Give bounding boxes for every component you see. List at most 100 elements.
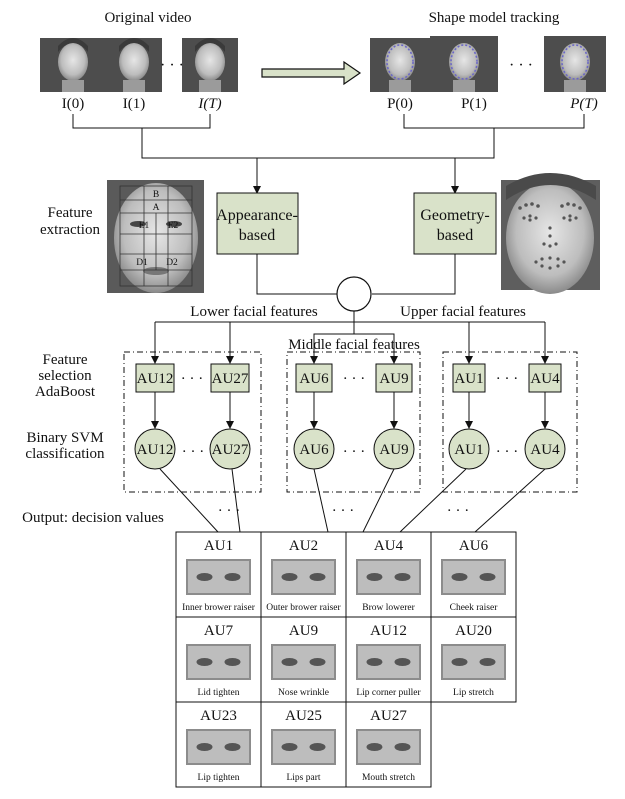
au-code-label: AU25 [285,708,322,724]
classifier-ellipsis-upper: · · · [496,444,519,460]
feature-extraction-label-1: Feature [48,205,93,221]
feature-box-label: AU9 [379,371,408,387]
au-face-photo [186,729,251,765]
selection-to-svm-arrows [151,392,549,429]
au-face-photo [356,644,421,680]
classifier-middle-2: AU9 [373,428,415,470]
au-face-photo [186,644,251,680]
classifier-middle-1: AU6 [293,428,335,470]
au-face-photo [441,559,506,595]
feature-box-label: AU6 [299,371,329,387]
frame-label-p0: P(0) [387,96,413,112]
feature-selection-label-2: selection [38,368,92,384]
feature-extraction-label-2: extraction [40,222,100,238]
group-frames [123,351,578,493]
binary-svm-label-2: classification [25,446,105,462]
classifier-label: AU4 [530,442,560,458]
classifier-label: AU9 [379,442,408,458]
au-description-label: Lip stretch [453,688,494,698]
video-frame-1 [106,38,162,92]
au-description-label: Lid tighten [198,688,240,698]
au-code-label: AU2 [289,538,318,554]
au-code-label: AU7 [204,623,234,639]
frame-label-pt: P(T) [569,96,598,112]
au-description-label: Mouth stretch [362,773,415,783]
au-face-photo [271,729,336,765]
top-connectors [72,114,585,194]
appearance-based-label-1: Appearance- [216,207,298,224]
au-code-label: AU1 [204,538,233,554]
au-code-label: AU6 [459,538,489,554]
classifier-upper-1: AU1 [448,428,490,470]
video-ellipsis: · · · [160,57,184,74]
appearance-based-node [216,192,299,255]
output-ellipsis-1: · · · [218,503,241,519]
au-face-photo [356,729,421,765]
feature-box-lower-2: AU27 [210,363,250,393]
au-face-photo [441,644,506,680]
merge-connectors [256,254,456,295]
tracked-frame-0 [370,38,430,92]
classifier-ellipsis-lower: · · · [182,444,205,460]
au-description-label: Brow lowerer [362,603,415,613]
classifier-label: AU1 [454,442,483,458]
feature-ellipsis-upper: · · · [496,371,519,387]
tracking-arrow [261,60,362,86]
classifier-ellipsis-middle: · · · [343,444,366,460]
lower-facial-features-label: Lower facial features [190,304,318,320]
feature-box-label: AU1 [454,371,483,387]
feature-box-lower-1: AU12 [135,363,175,393]
feature-box-upper-1: AU1 [452,363,486,393]
au-code-label: AU23 [200,708,237,724]
geometry-based-node [413,192,497,255]
au-face-photo [186,559,251,595]
feature-box-middle-1: AU6 [295,363,333,393]
feature-box-label: AU27 [212,371,249,387]
au-description-label: Cheek raiser [450,603,499,613]
fusion-node [336,276,372,312]
geometry-landmark-face-photo [501,173,600,294]
grid-label-d2: D2 [166,258,178,268]
classifier-upper-2: AU4 [524,428,566,470]
appearance-grid-face-photo: B A E1 E2 D1 D2 [107,180,204,293]
geometry-based-label-1: Geometry- [420,207,489,224]
feature-ellipsis-middle: · · · [343,371,366,387]
shape-model-tracking-title: Shape model tracking [429,10,560,26]
classifier-label: AU12 [137,442,174,458]
grid-label-a: A [153,203,160,213]
feature-box-label: AU4 [530,371,560,387]
au-face-photo [271,559,336,595]
tracked-frame-t [544,36,606,92]
output-decision-values-label: Output: decision values [22,510,164,526]
au-description-label: Lip tighten [198,773,240,783]
branch-connectors [151,311,549,364]
frame-label-i0: I(0) [62,96,85,112]
au-code-label: AU9 [289,623,318,639]
au-code-label: AU27 [370,708,407,724]
frame-label-it: I(T) [197,96,221,112]
output-connectors [159,468,546,533]
middle-facial-features-label: Middle facial features [288,337,420,353]
feature-box-upper-2: AU4 [528,363,562,393]
au-description-label: Inner brower raiser [182,603,256,613]
grid-label-d1: D1 [136,258,148,268]
original-video-title: Original video [104,10,191,26]
output-ellipsis-2: · · · [332,503,355,519]
upper-facial-features-label: Upper facial features [400,304,526,320]
grid-label-e1: E1 [139,221,150,231]
output-ellipsis-3: · · · [447,503,470,519]
video-frame-0 [40,38,106,92]
au-description-label: Lip corner puller [356,688,421,698]
au-code-label: AU20 [455,623,492,639]
grid-label-b: B [153,190,159,200]
au-description-label: Nose wrinkle [278,688,329,698]
